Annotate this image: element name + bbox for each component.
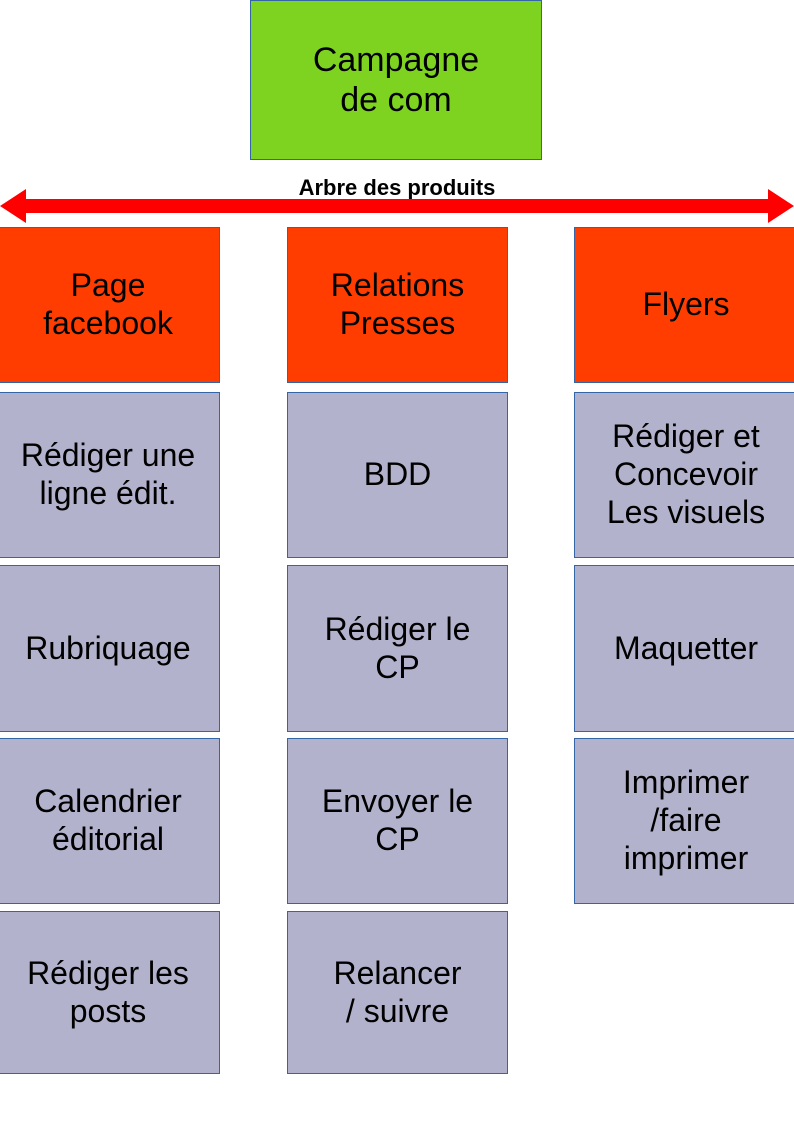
node-category[interactable]: Flyers bbox=[574, 227, 794, 383]
node-task-label: Rédiger les posts bbox=[27, 954, 189, 1029]
arrow-head-left-icon bbox=[0, 189, 26, 223]
node-task-label: BDD bbox=[363, 456, 432, 493]
node-task[interactable]: Rédiger les posts bbox=[0, 911, 220, 1074]
node-category-label: Flyers bbox=[642, 286, 730, 323]
node-task-label: Rédiger une ligne édit. bbox=[20, 437, 196, 511]
node-task[interactable]: Rubriquage bbox=[0, 565, 220, 732]
node-task-label: Envoyer le CP bbox=[321, 783, 474, 857]
node-task-label: Maquetter bbox=[613, 629, 759, 666]
node-task[interactable]: Envoyer le CP bbox=[287, 738, 508, 904]
node-task-label: Calendrier éditorial bbox=[34, 783, 182, 857]
node-task-label: Rédiger le CP bbox=[324, 610, 471, 685]
node-task-label: Imprimer /faire imprimer bbox=[622, 764, 750, 876]
node-task[interactable]: Rédiger le CP bbox=[287, 565, 508, 732]
node-task[interactable]: Maquetter bbox=[574, 565, 794, 732]
node-task[interactable]: Rédiger et Concevoir Les visuels bbox=[574, 392, 794, 558]
node-task-label: Relancer / suivre bbox=[333, 954, 462, 1029]
node-category[interactable]: Page facebook bbox=[0, 227, 220, 383]
axis-label: Arbre des produits bbox=[298, 175, 496, 200]
node-task[interactable]: Imprimer /faire imprimer bbox=[574, 738, 794, 904]
node-task[interactable]: Relancer / suivre bbox=[287, 911, 508, 1074]
node-task-label: Rubriquage bbox=[25, 629, 191, 666]
node-task-label: Rédiger et Concevoir Les visuels bbox=[606, 418, 766, 530]
node-category[interactable]: Relations Presses bbox=[287, 227, 508, 383]
node-task[interactable]: Rédiger une ligne édit. bbox=[0, 392, 220, 558]
node-category-label: Relations Presses bbox=[330, 267, 465, 341]
node-root-label: Campagne de com bbox=[312, 40, 480, 119]
node-task[interactable]: BDD bbox=[287, 392, 508, 558]
arrow-head-right-icon bbox=[768, 189, 794, 223]
node-task[interactable]: Calendrier éditorial bbox=[0, 738, 220, 904]
node-root[interactable]: Campagne de com bbox=[250, 0, 542, 160]
arrow-shaft bbox=[22, 199, 772, 213]
node-category-label: Page facebook bbox=[43, 267, 173, 341]
